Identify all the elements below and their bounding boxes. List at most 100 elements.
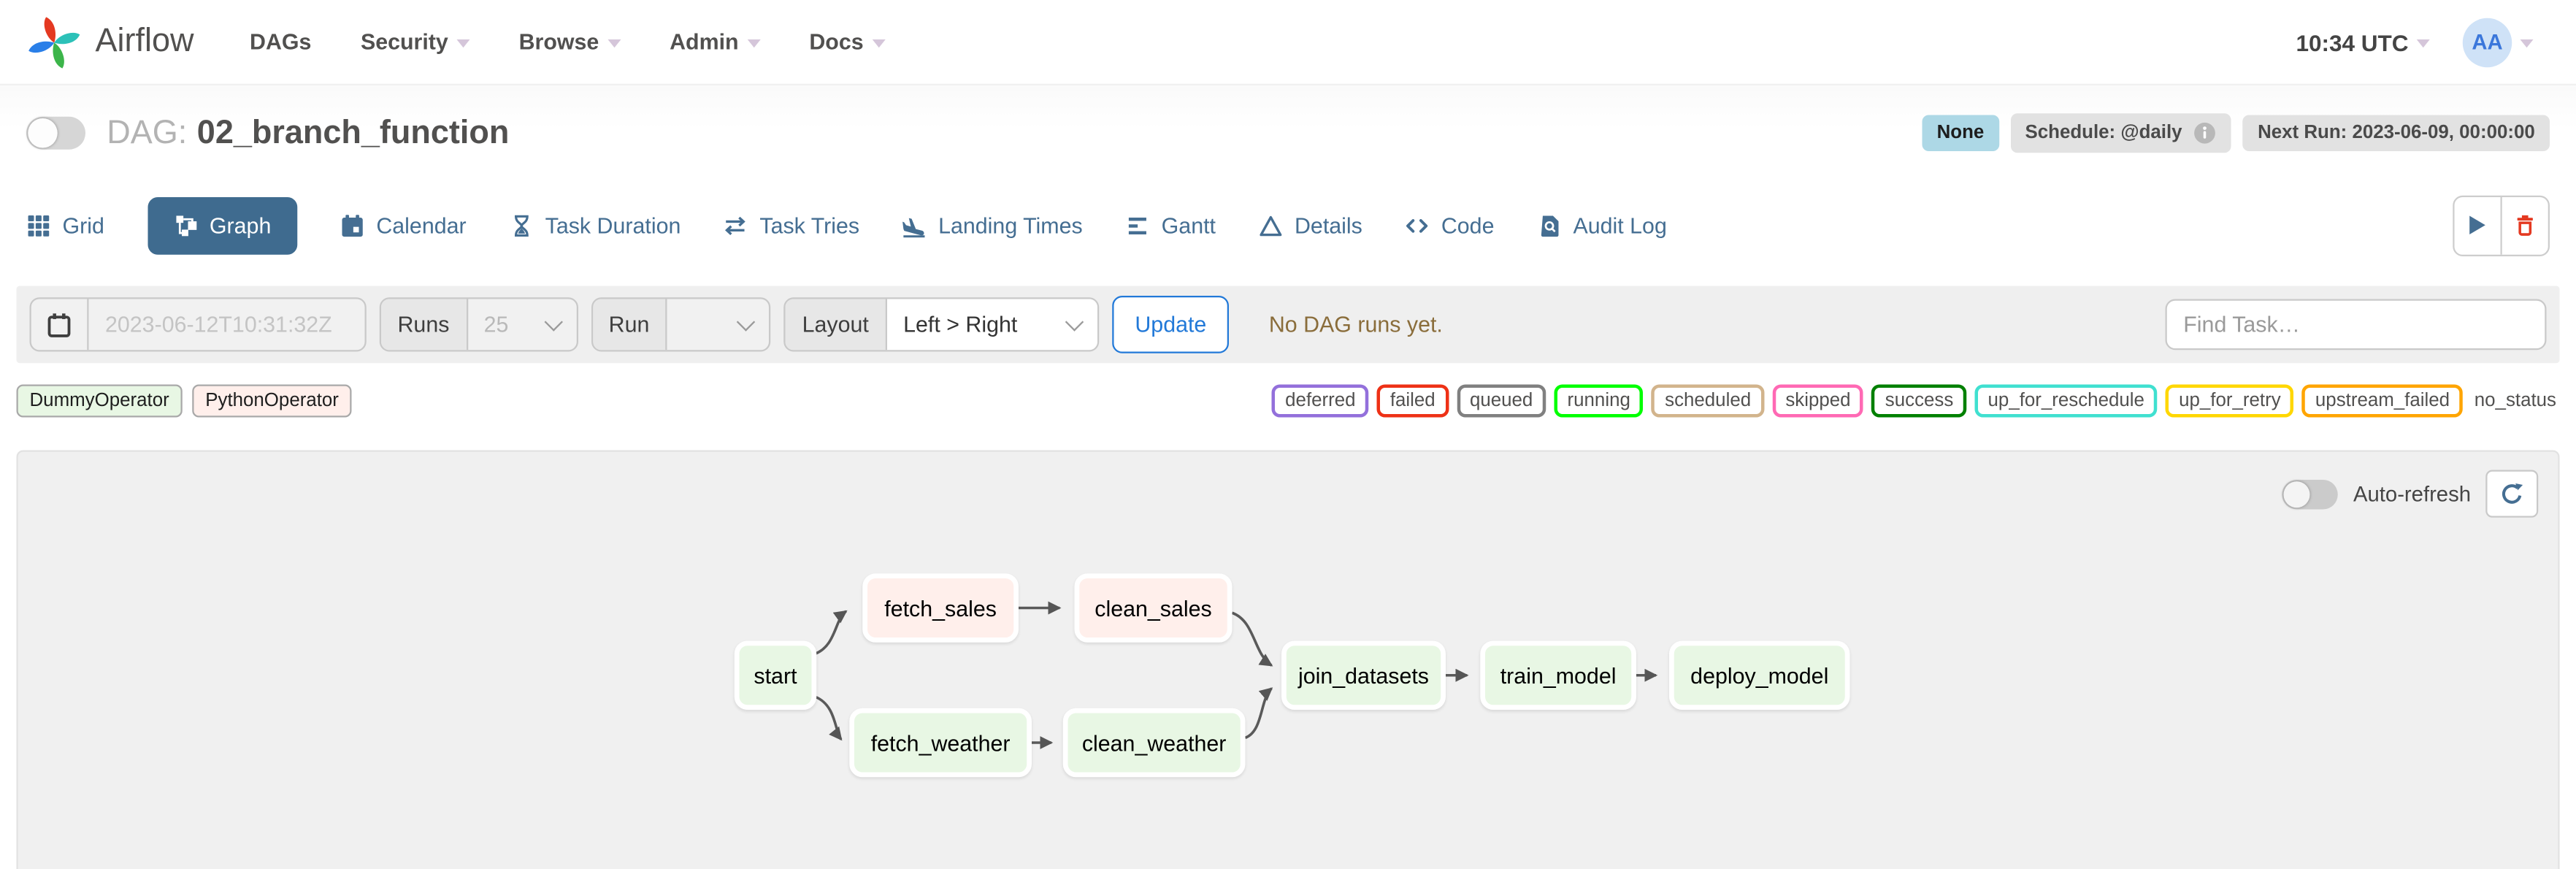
play-icon (2466, 214, 2489, 237)
airflow-brand[interactable]: Airflow (26, 14, 194, 70)
run-label: Run (592, 299, 668, 351)
info-icon[interactable] (2193, 122, 2217, 145)
update-button[interactable]: Update (1111, 296, 1230, 353)
auto-refresh-label: Auto-refresh (2353, 481, 2471, 506)
layout-group: Layout Left > Right (783, 297, 1099, 352)
dag-pause-toggle[interactable] (26, 116, 85, 150)
task-node-clean_weather[interactable]: clean_weather (1062, 708, 1246, 778)
edge-start-fetch_sales (814, 610, 848, 656)
status-skipped: skipped (1772, 384, 1864, 418)
refresh-icon (2499, 481, 2525, 507)
nav-item-admin[interactable]: Admin (670, 30, 760, 54)
status-queued: queued (1456, 384, 1546, 418)
chevron-down-icon (1065, 312, 1084, 331)
state-none-badge: None (1922, 115, 1999, 151)
utc-clock: 10:34 UTC (2296, 28, 2409, 55)
tab-gantt[interactable]: Gantt (1125, 213, 1216, 237)
repeat-icon (724, 213, 748, 237)
task-node-fetch_sales[interactable]: fetch_sales (862, 573, 1019, 643)
hourglass-icon (509, 213, 534, 237)
nav-item-security[interactable]: Security (361, 30, 470, 54)
tab-landing-times[interactable]: Landing Times (902, 213, 1083, 237)
layout-label: Layout (786, 299, 887, 351)
chevron-down-icon (2520, 39, 2534, 48)
chevron-down-icon (746, 39, 760, 48)
tab-grid[interactable]: Grid (26, 213, 104, 237)
chevron-down-icon (737, 312, 756, 331)
grid-icon (26, 213, 51, 237)
auto-refresh-toggle[interactable] (2282, 478, 2339, 509)
graph-filter-bar: Runs 25 Run Layout Left > Right Update N… (16, 286, 2560, 364)
refresh-button[interactable] (2485, 470, 2539, 518)
layout-select[interactable]: Left > Right (886, 299, 1097, 351)
schedule-badge: Schedule: @daily (2010, 113, 2232, 153)
tab-calendar[interactable]: Calendar (340, 213, 467, 237)
code-icon (1405, 213, 1430, 237)
status-up-for-reschedule: up_for_reschedule (1974, 384, 2158, 418)
main-menu: DAGs Security Browse Admin Docs (250, 29, 885, 55)
delete-dag-button[interactable] (2500, 196, 2548, 254)
task-node-fetch_weather[interactable]: fetch_weather (849, 708, 1032, 778)
tab-task-duration[interactable]: Task Duration (509, 213, 681, 237)
graph-icon (173, 213, 198, 237)
status-upstream-failed: upstream_failed (2301, 384, 2464, 418)
tab-graph[interactable]: Graph (147, 196, 298, 254)
tab-code[interactable]: Code (1405, 213, 1494, 237)
details-icon (1259, 213, 1284, 237)
view-tabs: Grid Graph (26, 196, 1667, 254)
runs-label: Runs (381, 299, 468, 351)
task-node-train_model[interactable]: train_model (1480, 640, 1636, 710)
dag-header-badges: None Schedule: @daily Next Run: 2023-06-… (1922, 113, 2550, 153)
calendar-icon (340, 213, 365, 237)
find-task-input[interactable] (2165, 299, 2547, 351)
task-node-clean_sales[interactable]: clean_sales (1074, 573, 1233, 643)
dag-id: 02_branch_function (196, 114, 510, 150)
runs-group: Runs 25 (379, 297, 578, 352)
base-date-group (29, 297, 367, 352)
dag-action-buttons (2453, 194, 2550, 256)
chevron-down-icon (871, 39, 885, 48)
task-node-join_datasets[interactable]: join_datasets (1281, 640, 1446, 710)
nav-item-docs[interactable]: Docs (809, 30, 885, 54)
legend-operator-python: PythonOperator (192, 384, 352, 418)
top-nav: Airflow DAGs Security Browse Admin Docs (0, 0, 2576, 85)
status-running: running (1554, 384, 1644, 418)
dag-header: DAG: 02_branch_function None Schedule: @… (0, 85, 2576, 181)
tab-task-tries[interactable]: Task Tries (724, 213, 859, 237)
next-run-badge: Next Run: 2023-06-09, 00:00:00 (2242, 115, 2550, 151)
gantt-icon (1125, 213, 1150, 237)
status-deferred: deferred (1272, 384, 1369, 418)
nav-item-browse[interactable]: Browse (519, 30, 621, 54)
base-date-input[interactable] (88, 299, 365, 351)
chevron-down-icon (456, 39, 470, 48)
task-node-deploy_model[interactable]: deploy_model (1669, 640, 1850, 710)
chevron-down-icon (543, 312, 562, 331)
trigger-dag-button[interactable] (2455, 196, 2501, 254)
runs-select[interactable]: 25 (467, 299, 576, 351)
status-no-status: no_status (2474, 391, 2556, 411)
user-menu[interactable]: AA (2446, 17, 2534, 67)
trash-icon (2514, 214, 2537, 237)
status-scheduled: scheduled (1652, 384, 1765, 418)
run-select[interactable] (667, 299, 770, 351)
legend-statuses: deferred failed queued running scheduled… (1272, 384, 2559, 418)
edge-start-fetch_weather (814, 695, 843, 741)
tab-details[interactable]: Details (1259, 213, 1362, 237)
tab-audit-log[interactable]: Audit Log (1537, 213, 1667, 237)
status-up-for-retry: up_for_retry (2166, 384, 2294, 418)
view-tabbar: Grid Graph (0, 188, 2576, 264)
edge-clean_sales-join_datasets (1231, 611, 1273, 667)
plane-landing-icon (902, 213, 927, 237)
legend-operator-dummy: DummyOperator (16, 384, 183, 418)
nav-item-dags[interactable]: DAGs (250, 29, 312, 55)
run-group: Run (590, 297, 771, 352)
date-picker-button[interactable] (31, 299, 89, 351)
brand-name: Airflow (95, 23, 194, 60)
chevron-down-icon (2416, 39, 2430, 48)
dag-label: DAG: (107, 114, 188, 150)
auto-refresh-controls: Auto-refresh (2282, 470, 2539, 518)
clock-dropdown[interactable]: 10:34 UTC (2296, 28, 2430, 55)
task-node-start[interactable]: start (734, 640, 817, 710)
audit-log-icon (1537, 213, 1562, 237)
